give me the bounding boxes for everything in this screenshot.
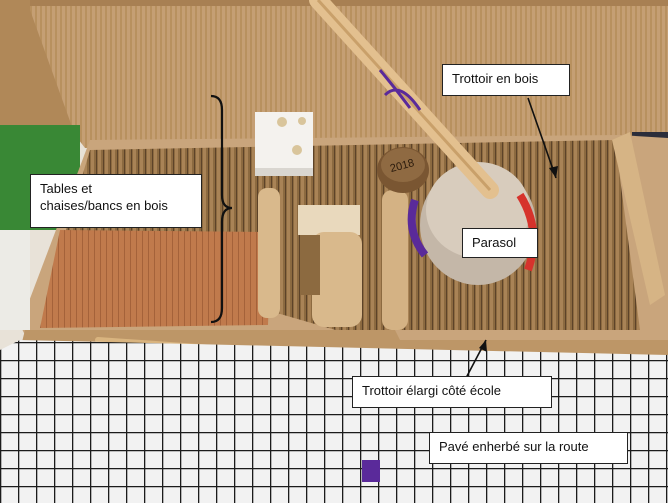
bench-roll-3 xyxy=(382,190,408,330)
cardboard-back-shade xyxy=(30,0,668,6)
label-widened-sidewalk: Trottoir élargi côté école xyxy=(352,376,552,408)
label-parasol: Parasol xyxy=(462,228,538,258)
bench-roll-2 xyxy=(312,232,362,327)
label-widened-text: Trottoir élargi côté école xyxy=(362,383,501,398)
wooden-post xyxy=(612,132,665,305)
label-tables-line1: Tables et xyxy=(40,181,93,196)
grass-paver-road xyxy=(0,340,668,503)
bench-block xyxy=(298,205,360,235)
label-tables-line2: chaises/bancs en bois xyxy=(40,198,168,213)
cardboard-back-panel xyxy=(30,0,668,148)
label-grass-text: Pavé enherbé sur la route xyxy=(439,439,589,454)
label-parasol-text: Parasol xyxy=(472,235,517,250)
bracket-tables xyxy=(210,94,233,324)
bench-roll-1 xyxy=(258,188,280,318)
arrow-sidewalk xyxy=(527,97,557,179)
label-grass-paving: Pavé enherbé sur la route xyxy=(429,432,628,464)
purple-yarn xyxy=(407,198,429,258)
brick-panel xyxy=(40,230,270,328)
purple-marker xyxy=(362,460,380,482)
label-tables: Tables et chaises/bancs en bois xyxy=(30,174,202,228)
label-sidewalk-text: Trottoir en bois xyxy=(452,71,539,86)
label-sidewalk: Trottoir en bois xyxy=(442,64,570,96)
